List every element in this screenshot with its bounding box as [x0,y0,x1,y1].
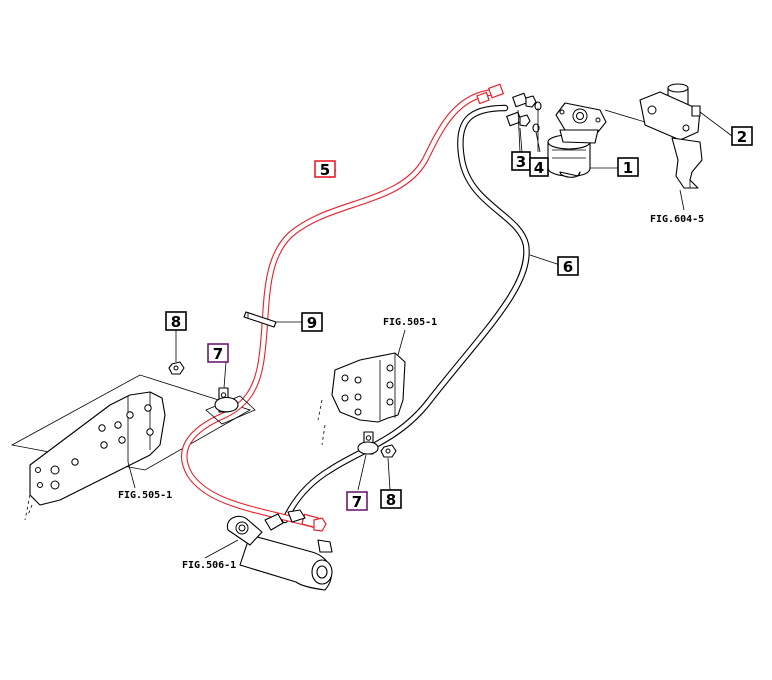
frame-bracket-left [10,374,251,521]
hose-clamp-left [205,387,256,425]
callout-1: 1 [617,157,639,177]
fitting-3a [512,92,537,108]
frame-bracket-center [317,329,406,446]
callout-8-left: 8 [165,311,187,331]
svg-text:5: 5 [320,161,330,179]
callout-8-right: 8 [380,489,402,509]
callout-7-right: 7 [346,491,368,511]
svg-text:9: 9 [307,314,317,332]
callout-6: 6 [557,256,579,276]
svg-text:2: 2 [737,128,747,146]
ref-fig-604-5: FIG.604-5 [650,214,704,225]
steering-column-stand [604,83,703,211]
fitting-3b [506,111,531,127]
nut-left [168,361,185,375]
callout-3: 3 [511,151,531,171]
ref-fig-505-1-center: FIG.505-1 [383,317,437,328]
svg-text:7: 7 [213,345,223,363]
hose-5 [181,83,505,532]
svg-text:6: 6 [563,258,573,276]
callout-9: 9 [301,312,323,332]
ref-fig-505-1-left: FIG.505-1 [118,490,172,501]
svg-text:1: 1 [623,159,633,177]
hydraulic-cylinder [204,509,333,591]
callout-5: 5 [314,160,336,179]
hose-6 [281,104,530,524]
callout-4: 4 [529,157,549,177]
svg-text:3: 3 [516,153,526,171]
svg-text:8: 8 [171,313,181,331]
svg-text:7: 7 [352,493,362,511]
nut-right [380,444,397,458]
valve-unit-1 [547,102,607,178]
svg-text:4: 4 [534,159,544,177]
ref-fig-506-1: FIG.506-1 [182,560,236,571]
hose-tie-9 [243,311,277,328]
callout-7-left: 7 [207,343,229,363]
callout-2: 2 [731,126,753,146]
hose-clamp-right [357,431,379,455]
leader-lines [175,108,733,491]
svg-text:8: 8 [386,491,396,509]
